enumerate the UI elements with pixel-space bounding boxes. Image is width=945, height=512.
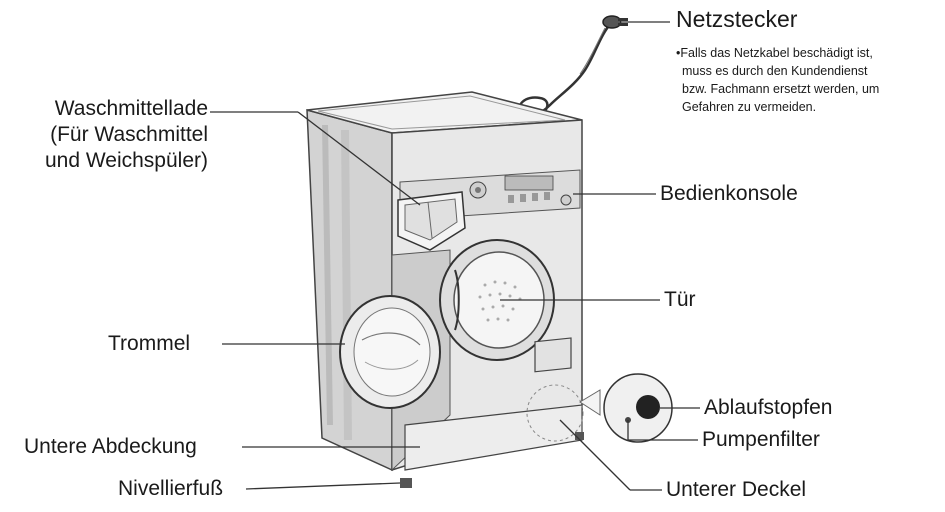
note-line-4: Gefahren zu vermeiden.: [682, 100, 817, 114]
note-line-3: bzw. Fachmann ersetzt werden, um: [682, 82, 880, 96]
label-ablaufstopfen: Ablaufstopfen: [704, 396, 833, 419]
leveling-foot: [400, 478, 412, 488]
label-tuer: Tür: [664, 288, 696, 311]
label-pumpenfilter: Pumpenfilter: [702, 428, 820, 451]
power-plug-icon: [602, 15, 622, 29]
drain-plug-icon: [636, 395, 660, 419]
note-line-1: •Falls das Netzkabel beschädigt ist,: [676, 46, 873, 60]
waschmittellade-line-1: Waschmittellade: [54, 97, 208, 120]
power-cord-inner: [579, 27, 606, 75]
note-line-2: muss es durch den Kundendienst: [682, 64, 868, 78]
power-cord-warning-note: •Falls das Netzkabel beschädigt ist, mus…: [676, 44, 879, 116]
label-unterer-deckel: Unterer Deckel: [666, 478, 807, 501]
label-untere-abdeckung: Untere Abdeckung: [24, 435, 197, 458]
dashed-highlight-circle: [526, 384, 584, 442]
label-waschmittellade: Waschmittellade (Für Waschmittel und Wei…: [4, 96, 208, 174]
waschmittellade-line-2: (Für Waschmittel: [50, 123, 208, 146]
label-nivellierfuss: Nivellierfuß: [118, 477, 224, 500]
label-trommel: Trommel: [108, 332, 191, 355]
label-bedienkonsole: Bedienkonsole: [660, 182, 798, 205]
leader-lines: [210, 21, 700, 491]
label-netzstecker: Netzstecker: [676, 6, 798, 32]
pump-filter-cover: [534, 337, 572, 373]
washing-machine-illustration: [306, 15, 673, 488]
leader-nivellierfuss: [245, 482, 401, 490]
waschmittellade-line-3: und Weichspüler): [44, 149, 208, 172]
leader-unterer-deckel: [559, 419, 631, 491]
